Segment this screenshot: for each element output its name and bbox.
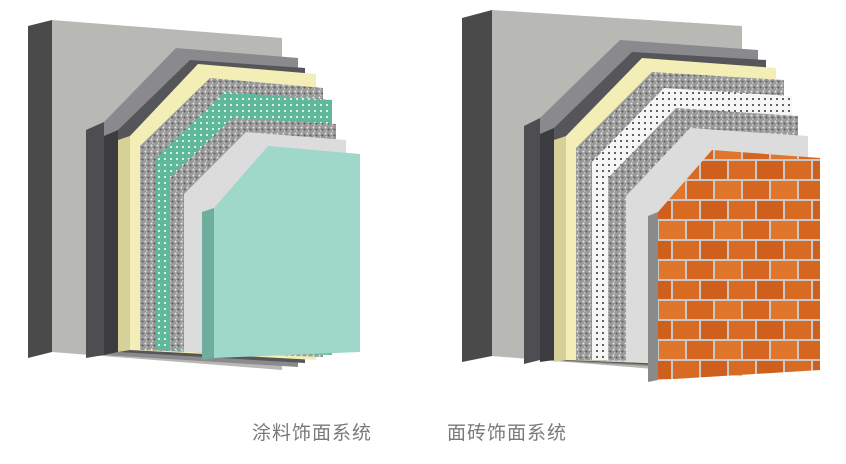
coating-system-diagram bbox=[28, 20, 360, 370]
base-wall-side bbox=[462, 10, 492, 362]
brick-tile-face bbox=[658, 150, 820, 380]
coating-system-caption: 涂料饰面系统 bbox=[252, 422, 373, 444]
tile-system-caption: 面砖饰面系统 bbox=[447, 422, 568, 444]
finish-coating bbox=[214, 146, 360, 358]
base-wall-side bbox=[28, 20, 52, 358]
tile-system-diagram bbox=[462, 10, 820, 382]
